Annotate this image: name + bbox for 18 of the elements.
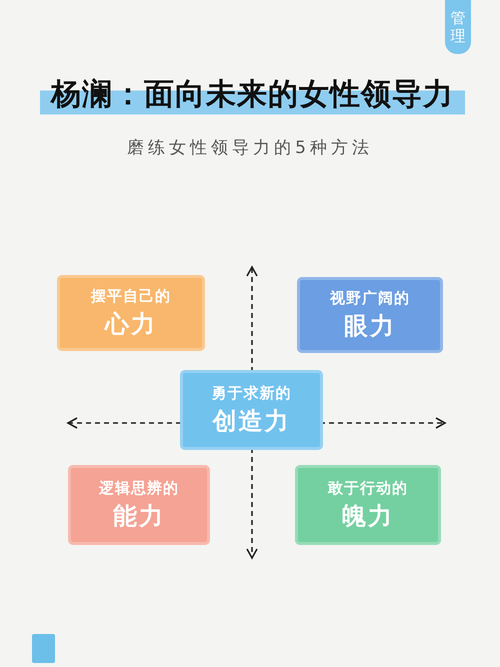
card-caption: 视野广阔的 <box>330 288 410 308</box>
card-caption: 敢于行动的 <box>328 478 408 498</box>
subtitle: 磨练女性领导力的5种方法 <box>127 138 373 158</box>
method-card <box>57 275 205 351</box>
card-heading: 眼力 <box>344 311 396 342</box>
card-caption: 勇于求新的 <box>212 383 292 403</box>
card-heading: 创造力 <box>212 406 290 437</box>
card-caption: 摆平自己的 <box>91 286 171 306</box>
card-heading: 心力 <box>105 309 157 340</box>
card-heading: 魄力 <box>342 501 394 532</box>
method-card <box>180 370 323 450</box>
card-heading: 能力 <box>113 501 165 532</box>
method-card <box>297 277 443 353</box>
method-card <box>68 465 210 545</box>
card-caption: 逻辑思辨的 <box>99 478 179 498</box>
tab-label: 管理 <box>450 9 466 45</box>
method-card <box>295 465 441 545</box>
category-tab <box>445 0 471 54</box>
